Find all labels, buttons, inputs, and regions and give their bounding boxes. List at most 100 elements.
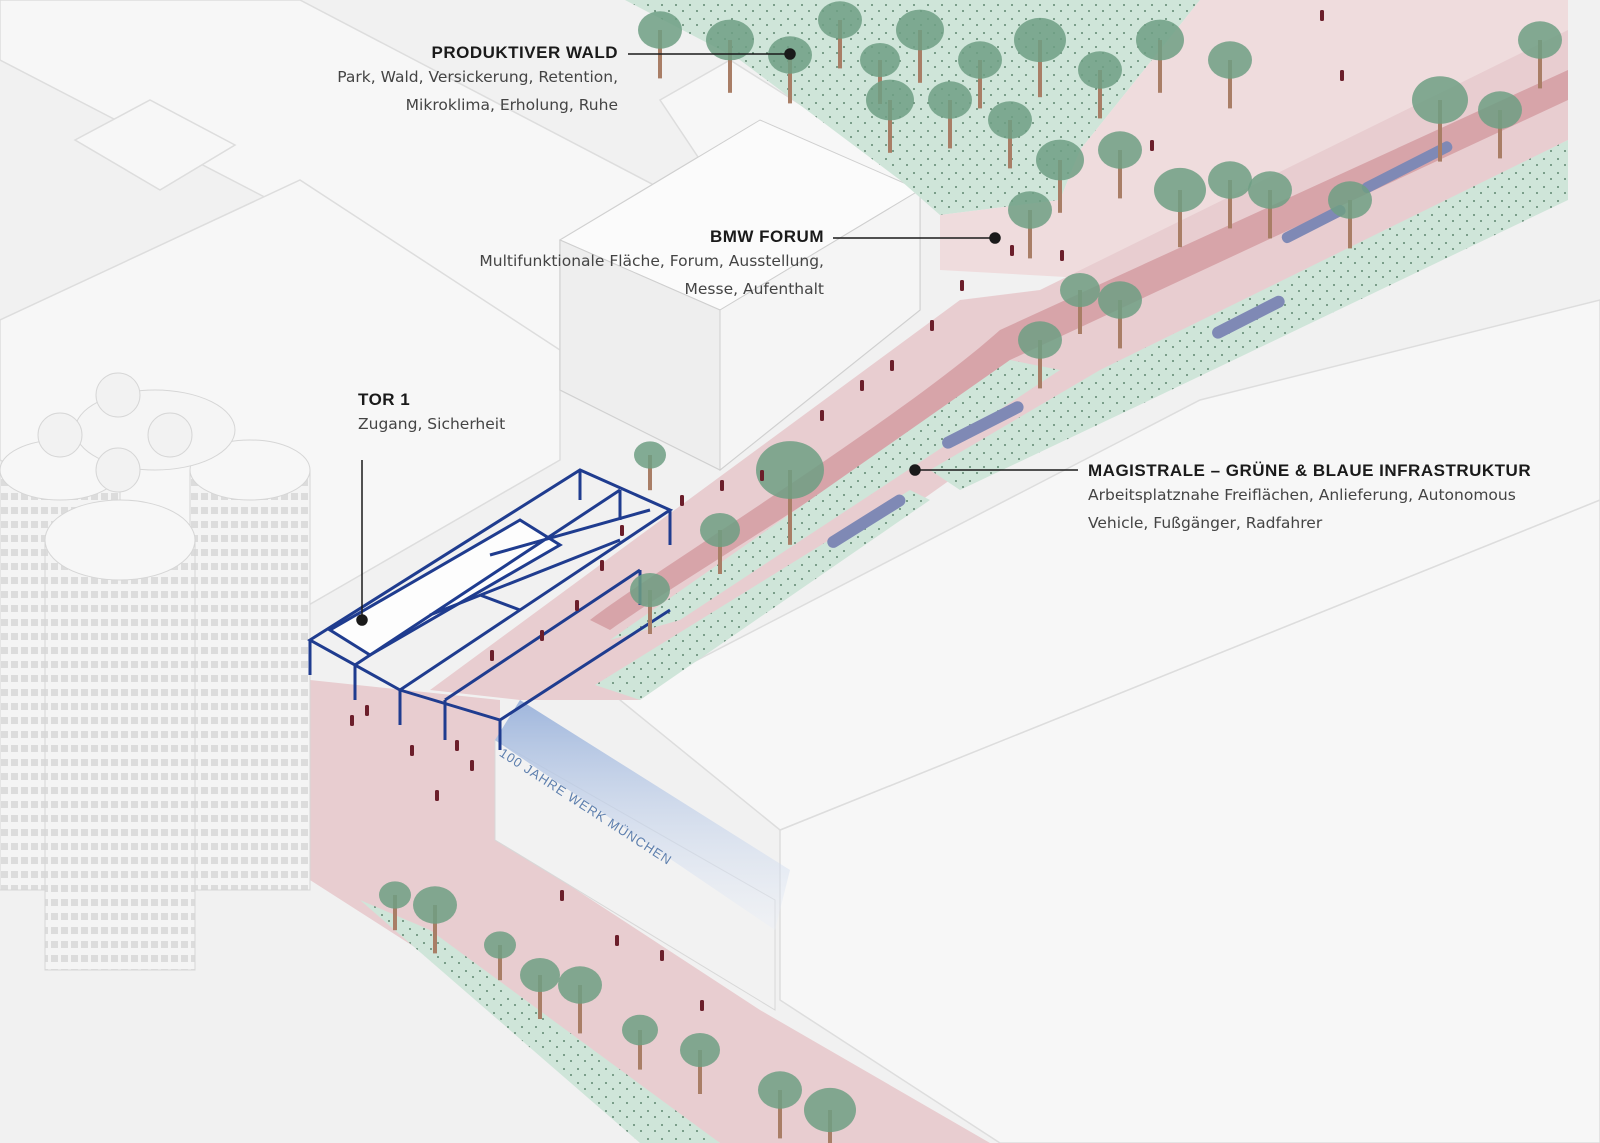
tree-canopy — [558, 966, 602, 1004]
pedestrian-figure — [660, 950, 664, 961]
label-desc: Arbeitsplatznahe Freiflächen, Anlieferun… — [1088, 486, 1516, 504]
pedestrian-figure — [1340, 70, 1344, 81]
tree-canopy — [896, 9, 944, 51]
pedestrian-figure — [600, 560, 604, 571]
label-desc: Mikroklima, Erholung, Ruhe — [405, 96, 618, 114]
tree-trunk — [1538, 40, 1542, 89]
pedestrian-figure — [1010, 245, 1014, 256]
tree-trunk — [578, 985, 582, 1034]
label-desc: Zugang, Sicherheit — [358, 415, 506, 433]
tree-canopy — [756, 441, 824, 499]
leader-lines — [356, 48, 1078, 626]
tree-trunk — [1158, 40, 1162, 93]
tree-trunk — [788, 470, 792, 545]
label-title: MAGISTRALE – GRÜNE & BLAUE INFRASTRUKTUR — [1088, 461, 1532, 480]
tree-canopy — [866, 79, 914, 121]
tree-canopy — [1098, 281, 1142, 319]
pedestrian-figure — [540, 630, 544, 641]
tree-trunk — [888, 100, 892, 153]
tree-canopy — [630, 573, 670, 607]
label-title: BMW FORUM — [709, 227, 824, 246]
tree-trunk — [1058, 160, 1062, 213]
tree-canopy — [700, 513, 740, 547]
tree-canopy — [1412, 76, 1468, 124]
tree-canopy — [1018, 321, 1062, 359]
tree-canopy — [1248, 171, 1292, 209]
tree-trunk — [1438, 100, 1442, 162]
tree-trunk — [728, 40, 732, 93]
label-title: TOR 1 — [358, 390, 411, 409]
pedestrian-figure — [455, 740, 459, 751]
label-produktiver-wald: PRODUKTIVER WALD Park, Wald, Versickerun… — [337, 43, 618, 119]
tree-trunk — [1178, 190, 1182, 248]
tree-trunk — [698, 1050, 702, 1094]
water-channels — [827, 141, 1453, 548]
tree-trunk — [918, 30, 922, 83]
tree-canopy — [860, 43, 900, 77]
tree-canopy — [988, 101, 1032, 139]
gate-pedestrian-area — [310, 680, 990, 1143]
tree-canopy — [1098, 131, 1142, 169]
label-title: PRODUKTIVER WALD — [431, 43, 618, 62]
pedestrian-figure — [960, 280, 964, 291]
tree-trunk — [778, 1090, 782, 1139]
tree-trunk — [1348, 200, 1352, 249]
tree-trunk — [648, 590, 652, 634]
pedestrian-figure — [820, 410, 824, 421]
pedestrian-figure — [410, 745, 414, 756]
pedestrian-figure — [1320, 10, 1324, 21]
tree-trunk — [1228, 60, 1232, 109]
green-strip-south — [360, 900, 720, 1143]
tree-canopy — [1154, 167, 1206, 213]
tree-trunk — [1498, 110, 1502, 159]
tree-trunk — [538, 975, 542, 1019]
pedestrian-figure — [860, 380, 864, 391]
pedestrian-figure — [930, 320, 934, 331]
tree-trunk — [1118, 300, 1122, 349]
pedestrian-figure — [890, 360, 894, 371]
tree-canopy — [379, 881, 411, 909]
tree-canopy — [1078, 51, 1122, 89]
tree-canopy — [758, 1071, 802, 1109]
tree-canopy — [680, 1033, 720, 1067]
tree-trunk — [1098, 70, 1102, 119]
tree-trunk — [1038, 340, 1042, 389]
tree-trunk — [393, 895, 397, 931]
tree-canopy — [1060, 273, 1100, 307]
tree-canopy — [1014, 17, 1066, 63]
tree-canopy — [1208, 161, 1252, 199]
label-desc: Vehicle, Fußgänger, Radfahrer — [1088, 514, 1323, 532]
tree-canopy — [804, 1087, 856, 1133]
pedestrian-figure — [700, 1000, 704, 1011]
tree-trunk — [1028, 210, 1032, 259]
pedestrian-figure — [615, 935, 619, 946]
pedestrians — [350, 10, 1344, 1011]
label-desc: Multifunktionale Fläche, Forum, Ausstell… — [479, 252, 824, 270]
tree-trunk — [1078, 290, 1082, 334]
tree-canopy — [622, 1014, 658, 1046]
tree-trunk — [638, 1030, 642, 1070]
label-bmw-forum: BMW FORUM Multifunktionale Fläche, Forum… — [479, 227, 824, 303]
tree-trunk — [433, 905, 437, 954]
tree-trunk — [1268, 190, 1272, 239]
label-desc: Park, Wald, Versickerung, Retention, — [337, 68, 618, 86]
pedestrian-figure — [575, 600, 579, 611]
forum-plaza — [940, 0, 1568, 280]
tree-canopy — [413, 886, 457, 924]
magistrale-road — [590, 70, 1568, 630]
tree-trunk — [838, 20, 842, 69]
pedestrian-figure — [470, 760, 474, 771]
werk-building — [494, 700, 790, 1011]
tree-canopy — [520, 958, 560, 992]
tree-canopy — [1328, 181, 1372, 219]
tree-trunk — [498, 945, 502, 981]
tree-trunk — [1118, 150, 1122, 199]
tree-trunk — [978, 60, 982, 109]
pedestrian-figure — [435, 790, 439, 801]
pedestrian-figure — [1060, 250, 1064, 261]
pedestrian-figure — [720, 480, 724, 491]
tree-trunk — [948, 100, 952, 149]
tree-canopy — [634, 441, 666, 469]
tree-trunk — [1008, 120, 1012, 169]
